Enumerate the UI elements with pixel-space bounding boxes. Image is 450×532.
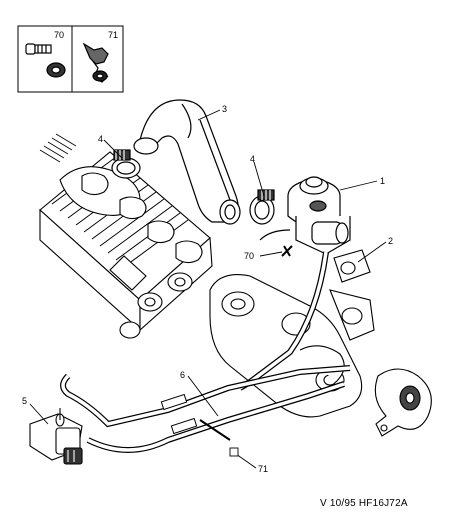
- engine-block: [39, 133, 213, 339]
- fastener-legend-box: 70 71: [17, 25, 124, 93]
- callout-2: 2: [388, 236, 393, 246]
- callout-3: 3: [222, 104, 227, 114]
- egr-valve: [259, 176, 351, 255]
- callout-6: 6: [180, 370, 185, 380]
- callout-71: 71: [258, 464, 268, 474]
- leader-lines: [29, 109, 387, 469]
- legend-ref-70: 70: [54, 30, 64, 40]
- air-intake-hose: [133, 99, 241, 225]
- callout-70: 70: [244, 251, 254, 261]
- drawing-reference: V 10/95 HF16J72A: [320, 498, 408, 509]
- callout-1: 1: [380, 176, 385, 186]
- clip-fastener-icon: [82, 42, 109, 83]
- vacuum-hoses: [60, 365, 351, 453]
- exhaust-manifold: [209, 274, 375, 418]
- egr-metal-pipe: [238, 249, 371, 391]
- bolt-nut-icon: [25, 43, 66, 78]
- legend-ref-71: 71: [108, 30, 118, 40]
- callout-5: 5: [22, 396, 27, 406]
- bolt-mark-70: [281, 245, 293, 257]
- hose-clamp-left: [111, 149, 141, 179]
- solenoid-valve: [29, 408, 83, 465]
- hose-clamp-right: [249, 189, 275, 225]
- callout-4-left: 4: [98, 134, 103, 144]
- callout-4-right: 4: [250, 154, 255, 164]
- mounting-bracket: [374, 368, 432, 437]
